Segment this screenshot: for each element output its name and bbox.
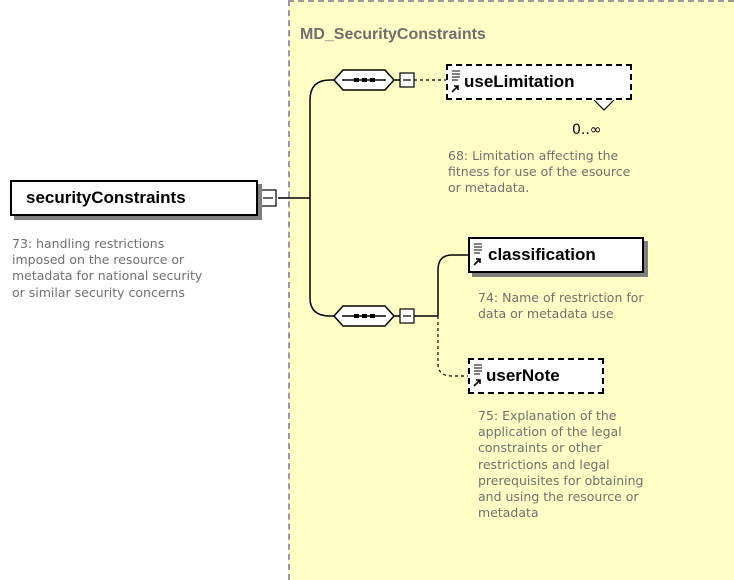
type-name-label: MD_SecurityConstraints [300,26,486,43]
sequence-compositor-upper [332,69,396,91]
sequence-compositor-lower [332,305,396,327]
collapse-toggle-upper [399,72,415,88]
element-content-icon [473,243,482,266]
root-element-name: securityConstraints [26,188,186,207]
uselimitation-annotation: 68: Limitation affecting the fitness for… [448,148,631,196]
element-content-icon [451,70,460,93]
repeat-bracket [593,99,615,111]
optional-connector-usernote [437,316,468,377]
usernote-annotation: 75: Explanation of the application of th… [478,408,644,521]
branch-upper [309,79,334,198]
classification-annotation: 74: Name of restriction for data or meta… [478,290,644,322]
classification-element-name: classification [488,245,596,264]
uselimitation-element-name: useLimitation [464,72,575,91]
connector-classification [437,254,468,316]
branch-lower [309,198,334,317]
usernote-element-name: userNote [486,366,560,385]
collapse-toggle-root [259,189,277,207]
root-annotation: 73: handling restrictions imposed on the… [12,236,203,300]
collapse-toggle-lower [399,308,415,324]
usernote-element-box[interactable]: userNote [468,358,604,394]
element-content-icon [473,364,482,387]
uselimitation-element-box[interactable]: useLimitation [446,64,632,100]
uselimitation-multiplicity: 0..∞ [572,122,602,138]
classification-element-box[interactable]: classification [468,237,644,273]
root-element-box[interactable]: securityConstraints [10,180,258,216]
